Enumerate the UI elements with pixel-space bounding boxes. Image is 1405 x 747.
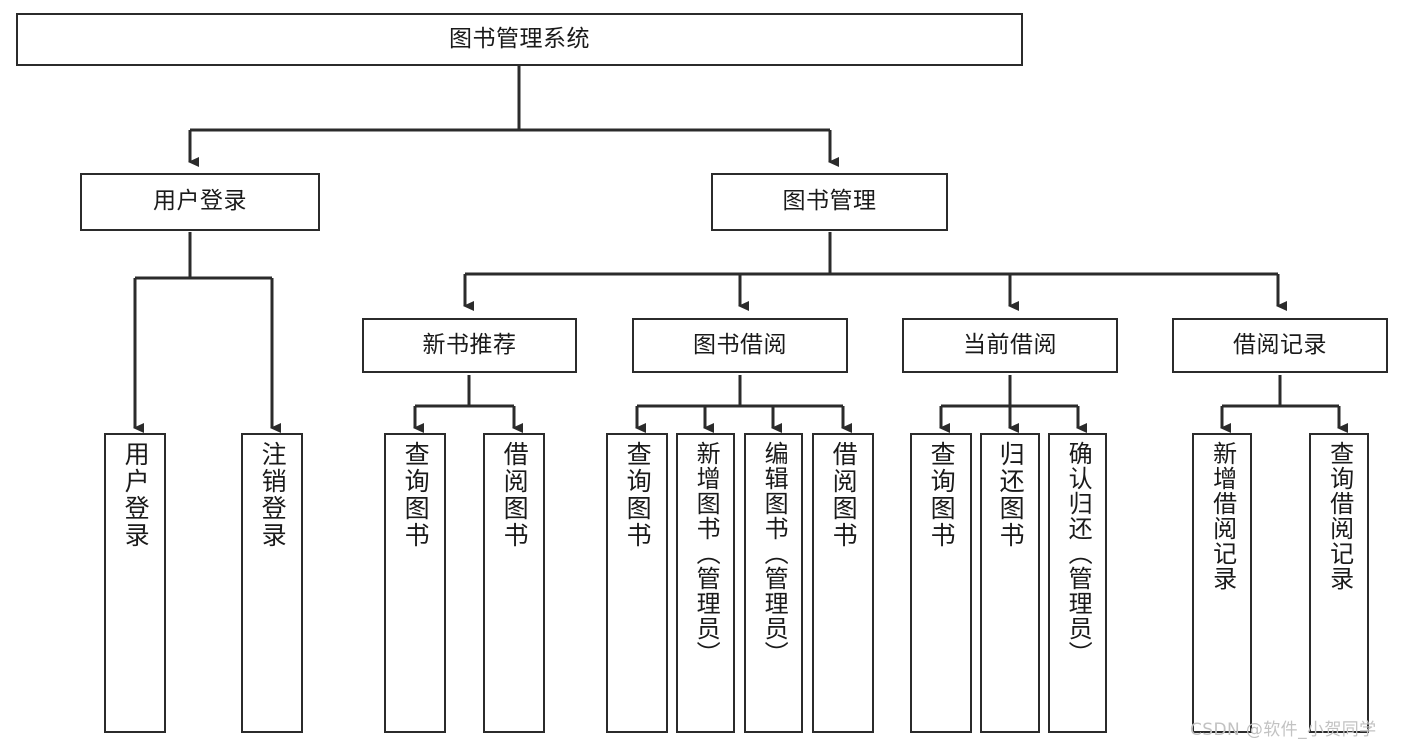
- node-borrow-record[interactable]: 借阅记录: [1172, 318, 1388, 373]
- leaf-current-borrow-return-label: 归还图书: [996, 441, 1026, 549]
- node-borrow-record-label: 借阅记录: [1233, 331, 1327, 358]
- node-root[interactable]: 图书管理系统: [16, 13, 1023, 66]
- node-root-label: 图书管理系统: [449, 25, 590, 52]
- node-book-management-label: 图书管理: [782, 188, 877, 215]
- leaf-new-book-query-label: 查询图书: [401, 441, 431, 549]
- node-new-book-recommend[interactable]: 新书推荐: [362, 318, 577, 373]
- leaf-user-login-login[interactable]: 用户登录: [104, 433, 166, 733]
- node-book-management[interactable]: 图书管理: [711, 173, 948, 231]
- leaf-current-borrow-confirm[interactable]: 确认归还（管理员）: [1048, 433, 1107, 733]
- leaf-new-book-borrow-label: 借阅图书: [500, 441, 530, 549]
- node-current-borrow[interactable]: 当前借阅: [902, 318, 1118, 373]
- leaf-borrow-record-query[interactable]: 查询借阅记录: [1309, 433, 1369, 733]
- watermark: CSDN @软件_小贺同学: [1190, 720, 1377, 740]
- leaf-book-borrow-query-label: 查询图书: [623, 441, 653, 549]
- leaf-book-borrow-borrow-label: 借阅图书: [829, 441, 859, 549]
- node-user-login-label: 用户登录: [153, 188, 247, 215]
- node-book-borrow[interactable]: 图书借阅: [632, 318, 848, 373]
- leaf-borrow-record-query-label: 查询借阅记录: [1325, 441, 1354, 591]
- leaf-current-borrow-query-label: 查询图书: [927, 441, 957, 549]
- leaf-book-borrow-add-label: 新增图书（管理员）: [692, 441, 721, 666]
- node-book-borrow-label: 图书借阅: [693, 331, 787, 358]
- leaf-borrow-record-add[interactable]: 新增借阅记录: [1192, 433, 1252, 733]
- node-user-login[interactable]: 用户登录: [80, 173, 320, 231]
- leaf-borrow-record-add-label: 新增借阅记录: [1208, 441, 1237, 591]
- leaf-book-borrow-query[interactable]: 查询图书: [606, 433, 668, 733]
- leaf-user-login-logout[interactable]: 注销登录: [241, 433, 303, 733]
- leaf-user-login-login-label: 用户登录: [121, 441, 151, 549]
- leaf-current-borrow-query[interactable]: 查询图书: [910, 433, 972, 733]
- leaf-book-borrow-add[interactable]: 新增图书（管理员）: [676, 433, 735, 733]
- leaf-new-book-query[interactable]: 查询图书: [384, 433, 446, 733]
- node-current-borrow-label: 当前借阅: [963, 331, 1057, 358]
- node-new-book-recommend-label: 新书推荐: [422, 331, 517, 358]
- leaf-new-book-borrow[interactable]: 借阅图书: [483, 433, 545, 733]
- leaf-user-login-logout-label: 注销登录: [258, 441, 288, 549]
- leaf-current-borrow-return[interactable]: 归还图书: [980, 433, 1040, 733]
- leaf-book-borrow-borrow[interactable]: 借阅图书: [812, 433, 874, 733]
- leaf-book-borrow-edit[interactable]: 编辑图书（管理员）: [744, 433, 803, 733]
- leaf-book-borrow-edit-label: 编辑图书（管理员）: [760, 441, 789, 666]
- leaf-current-borrow-confirm-label: 确认归还（管理员）: [1064, 441, 1093, 666]
